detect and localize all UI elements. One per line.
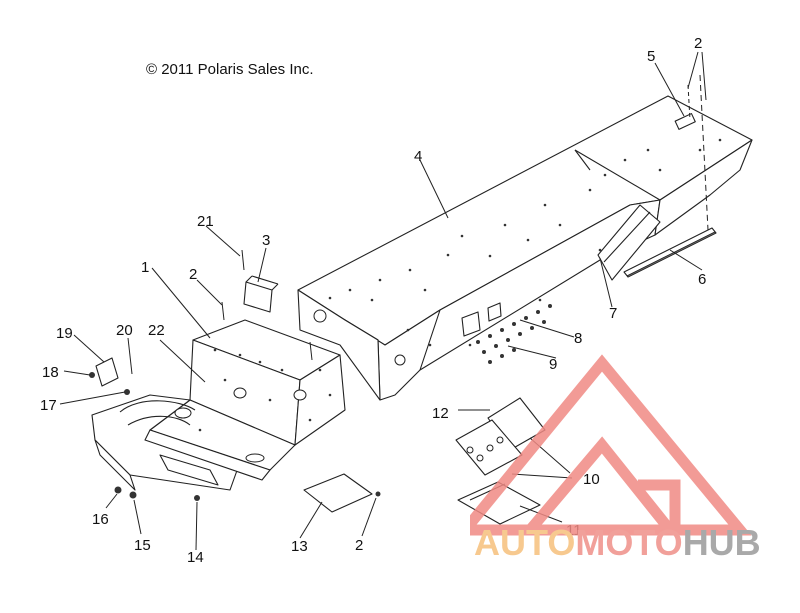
callout-7: 7 <box>609 305 617 322</box>
callout-19: 19 <box>56 325 73 342</box>
callout-4: 4 <box>414 148 422 165</box>
callout-9: 9 <box>549 356 557 373</box>
callout-5: 5 <box>647 48 655 65</box>
part-bracket-3 <box>243 275 279 313</box>
callout-14: 14 <box>187 549 204 566</box>
watermark-text: AUTOMOTOHUB <box>474 522 761 564</box>
copyright-text: © 2011 Polaris Sales Inc. <box>146 61 314 78</box>
callout-13: 13 <box>291 538 308 555</box>
callout-16: 16 <box>92 511 109 528</box>
watermark-hub: HUB <box>682 522 761 563</box>
callout-8: 8 <box>574 330 582 347</box>
callout-15: 15 <box>134 537 151 554</box>
watermark-logo: AUTOMOTOHUB <box>453 345 800 613</box>
tunnel-rivets <box>328 138 722 347</box>
callout-10: 10 <box>583 471 600 488</box>
callout-17: 17 <box>40 397 57 414</box>
part-bulkhead <box>91 319 346 491</box>
part-hole-pattern <box>476 304 552 364</box>
callout-22: 22 <box>148 322 165 339</box>
part-side-brace <box>597 204 661 281</box>
watermark-auto: AUTO <box>474 522 576 563</box>
callout-20: 20 <box>116 322 133 339</box>
part-plate-13 <box>303 473 373 513</box>
callout-2-a: 2 <box>189 266 197 283</box>
callout-21: 21 <box>197 213 214 230</box>
callout-3: 3 <box>262 232 270 249</box>
callout-12: 12 <box>432 405 449 422</box>
callout-2-c: 2 <box>694 35 702 52</box>
part-bracket-19 <box>95 357 119 387</box>
callout-1: 1 <box>141 259 149 276</box>
callout-6: 6 <box>698 271 706 288</box>
part-rail <box>623 227 717 278</box>
watermark-triangle-icon <box>453 354 752 536</box>
fasteners <box>89 249 381 501</box>
callout-2-b: 2 <box>355 537 363 554</box>
watermark-moto: MOTO <box>575 522 683 563</box>
callout-18: 18 <box>42 364 59 381</box>
leader-lines <box>59 51 707 551</box>
